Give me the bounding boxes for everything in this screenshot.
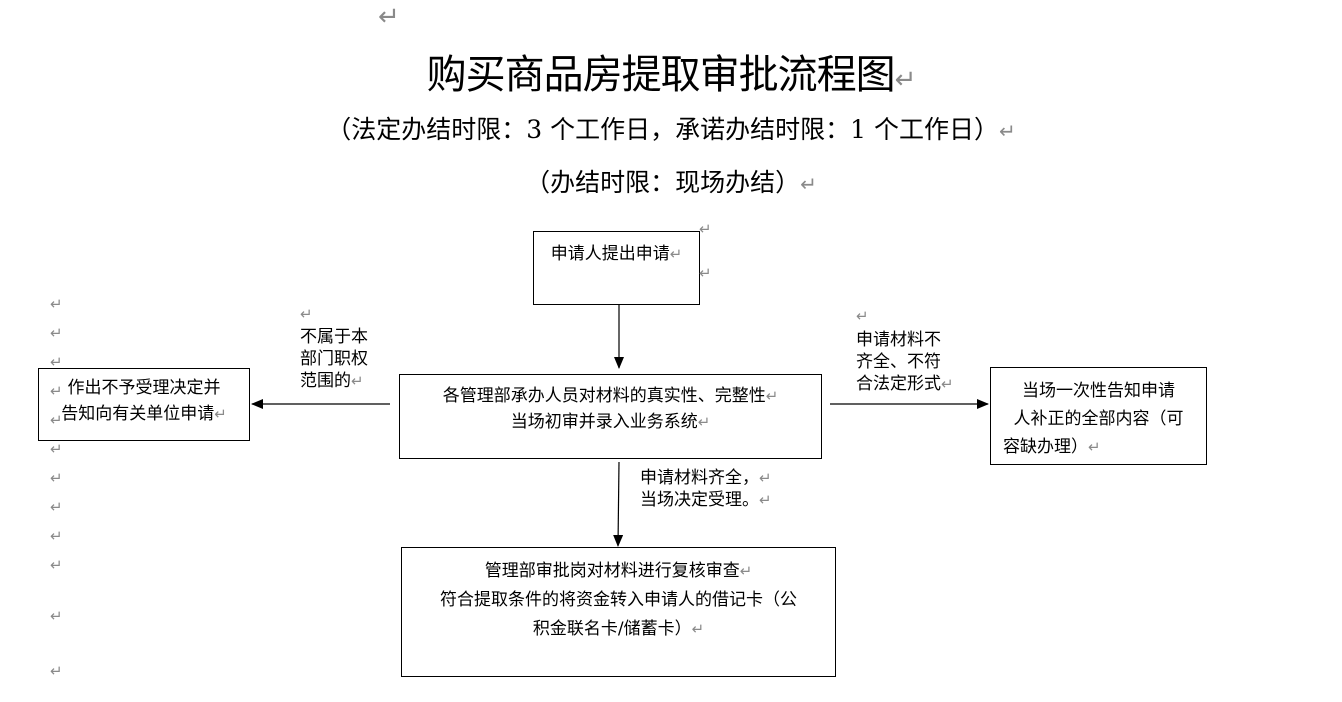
node-initial-review: 各管理部承办人员对材料的真实性、完整性↵ 当场初审并录入业务系统↵ (399, 374, 822, 459)
edge-label-out-of-scope: 不属于本 部门职权 范围的↵ (300, 327, 368, 391)
paragraph-mark: ↵ (50, 353, 63, 371)
edge-label-accepted: 申请材料齐全，↵ 当场决定受理。↵ (640, 468, 772, 510)
paragraph-mark: ↵ (50, 527, 63, 545)
subtitle-actual-deadline: （办结时限：现场办结）↵ (525, 168, 817, 197)
page-title: 购买商品房提取审批流程图↵ (426, 52, 917, 98)
node-approval-review: 管理部审批岗对材料进行复核审查↵ 符合提取条件的将资金转入申请人的借记卡（公 积… (401, 547, 836, 677)
paragraph-mark: ↵ (50, 469, 63, 487)
paragraph-mark: ↵ (699, 220, 712, 238)
paragraph-mark: ↵ (50, 440, 63, 458)
paragraph-mark: ↵ (378, 2, 400, 32)
paragraph-mark: ↵ (50, 382, 63, 400)
paragraph-mark: ↵ (50, 411, 63, 429)
paragraph-mark: ↵ (50, 662, 63, 680)
arrow-review-to-approve (613, 461, 624, 547)
edge-label-incomplete-materials: 申请材料不 齐全、不符 合法定形式↵ (856, 330, 954, 394)
paragraph-mark: ↵ (50, 556, 63, 574)
paragraph-mark: ↵ (50, 498, 63, 516)
paragraph-mark: ↵ (50, 295, 63, 313)
paragraph-mark: ↵ (50, 324, 63, 342)
paragraph-mark: ↵ (856, 307, 869, 325)
paragraph-mark: ↵ (50, 607, 63, 625)
paragraph-mark: ↵ (699, 264, 712, 282)
node-reject: 作出不予受理决定并 告知向有关单位申请↵ (38, 368, 250, 441)
paragraph-mark: ↵ (300, 305, 313, 323)
subtitle-legal-deadline: （法定办结时限：3 个工作日，承诺办结时限：1 个工作日）↵ (326, 115, 1016, 144)
node-supplement-notice: 当场一次性告知申请 人补正的全部内容（可 容缺办理）↵ (990, 367, 1207, 465)
node-apply: 申请人提出申请↵ (533, 231, 700, 305)
